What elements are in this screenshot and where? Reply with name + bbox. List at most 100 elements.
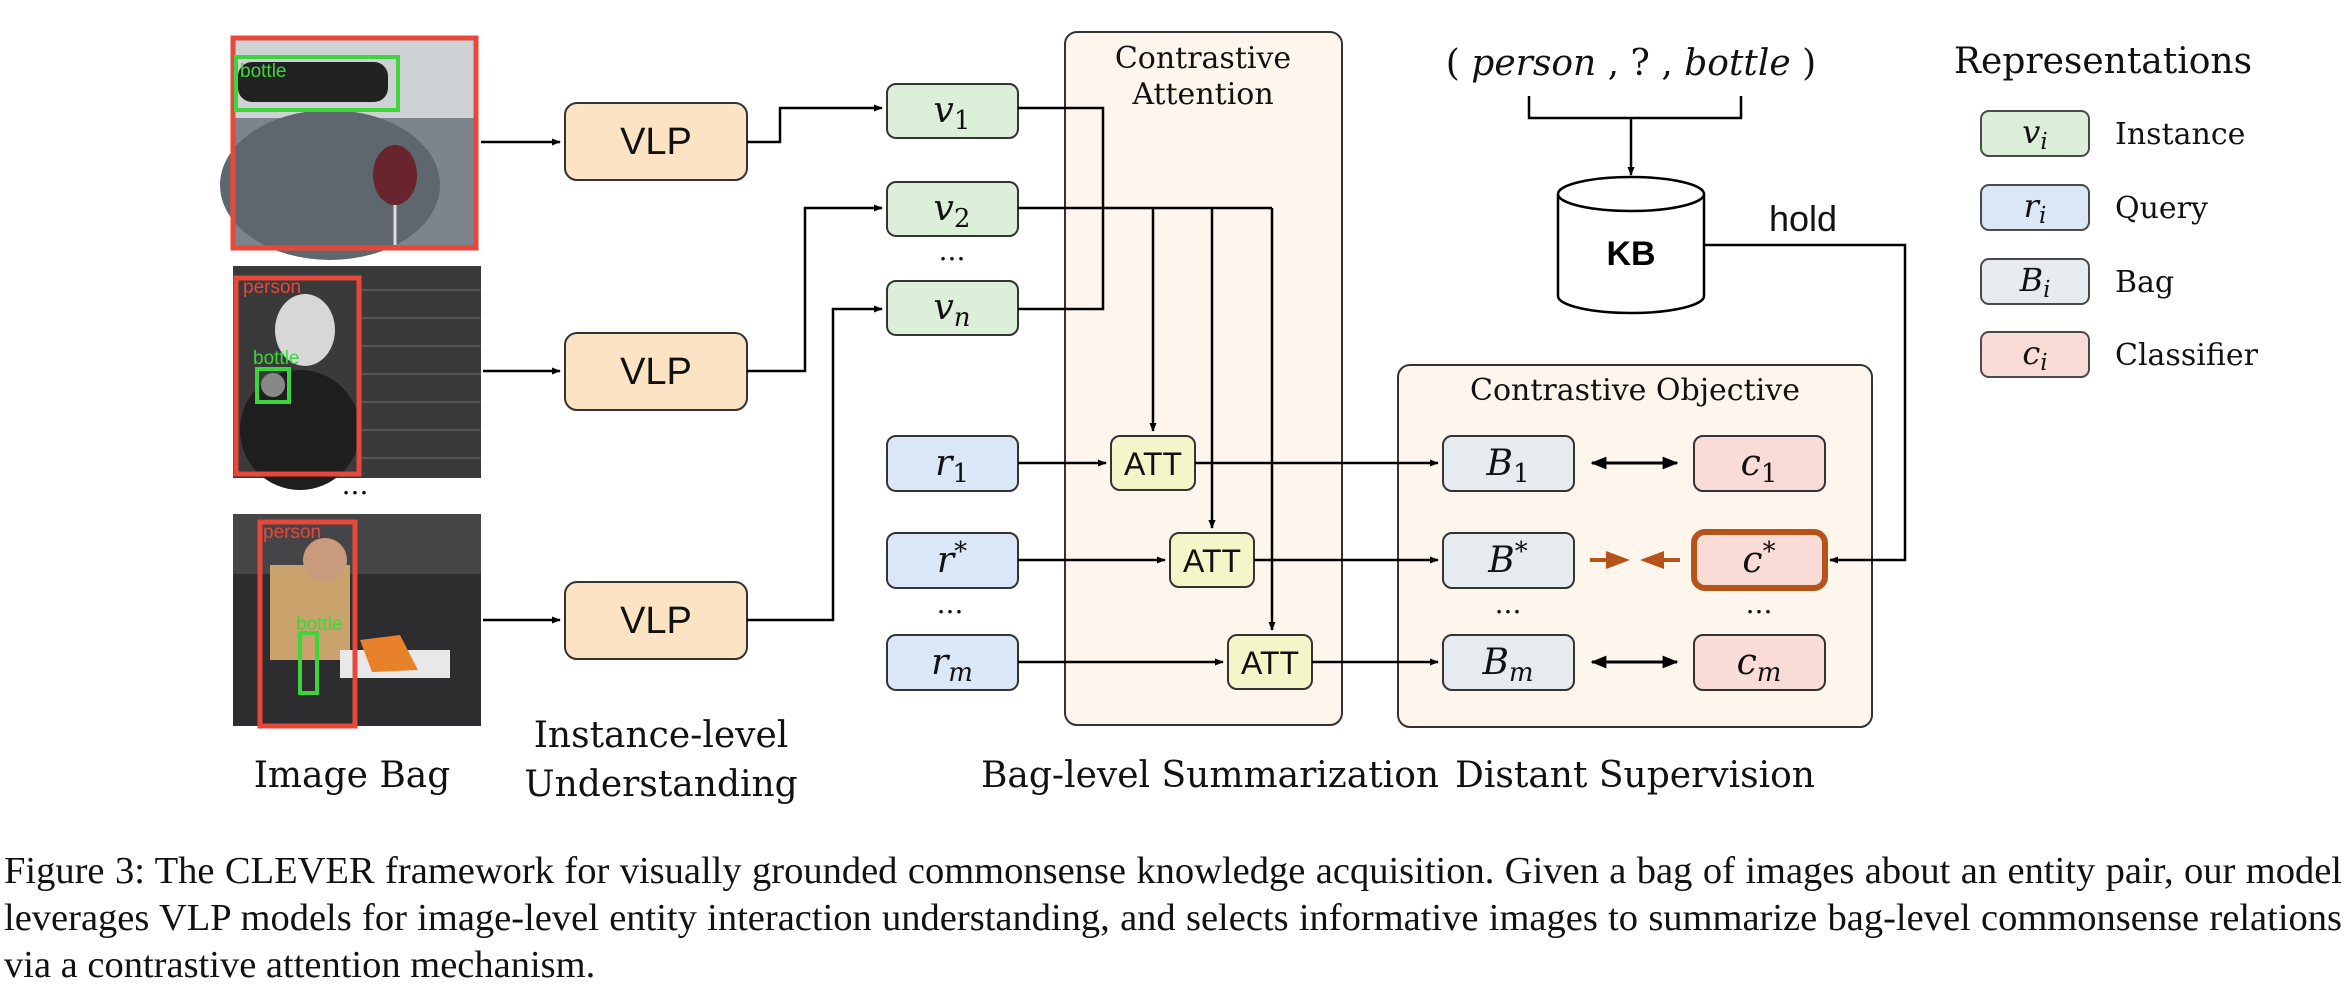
rm-base: r [931,642,950,683]
vlp3-to-vn-arrow [747,305,883,622]
image1-bottle-box [234,55,400,112]
legend-bag-label: Bag [2115,265,2174,300]
rstar-sup: * [954,537,967,567]
v1-base: v [934,90,954,131]
vlp1-to-v1-arrow [747,104,883,144]
figure-caption: Figure 3: The CLEVER framework for visua… [4,850,2342,986]
legend-item-instance: vi Instance [1980,110,2245,157]
b1-sub: 1 [1513,459,1530,489]
image2-bottle-label: bottle [253,348,299,369]
classifier-cstar: c* [1691,529,1828,591]
legend-instance-label: Instance [2115,117,2245,152]
svg-text:v1: v1 [934,90,971,136]
cstar-sup: * [1763,537,1776,567]
cm-sub: m [1757,658,1782,688]
legend-vi-sub: i [2040,129,2047,155]
c1-sub: 1 [1761,459,1778,489]
svg-text:ri: ri [2024,187,2047,229]
r1-sub: 1 [952,459,969,489]
bag-bstar: B* [1442,532,1575,589]
cm-base: c [1737,642,1757,683]
svg-text:Bm: Bm [1481,642,1533,688]
image3-bottle-box [298,631,319,695]
vlp-box-2-label: VLP [620,351,692,393]
kb-label: KB [1606,235,1655,273]
rm-sub: m [948,658,973,688]
vlp-box-1-label: VLP [620,121,692,163]
vlp-box-3: VLP [564,581,748,660]
vn-base: v [933,287,953,328]
triple-sep2: , [1661,43,1672,84]
cstar-base: c [1742,540,1762,581]
legend-ci-sub: i [2040,350,2047,376]
image2-bottle-box [255,367,291,404]
att-box-3-label: ATT [1241,645,1299,681]
image1-bottle-label: bottle [240,61,286,82]
contrastive-objective-title: Contrastive Objective [1470,373,1800,408]
legend-bi-base: B [2019,261,2044,299]
legend-item-classifier: ci Classifier [1980,331,2259,378]
legend-ci-base: c [2022,334,2040,372]
legend-ri-sub: i [2039,203,2046,229]
image3-person-label: person [263,522,321,543]
legend-vi-base: v [2022,113,2040,151]
legend-ri-base: r [2024,187,2041,225]
v2-base: v [934,188,954,229]
image3-person-box [257,519,358,729]
query-rstar: r* [886,532,1019,589]
legend-title: Representations [1954,41,2252,82]
svg-text:v2: v2 [934,188,971,234]
hold-label: hold [1769,198,1837,239]
connectors [481,104,1679,669]
image2-person-box [233,275,362,477]
bag-level-summarization-label: Bag-level Summarization [981,755,1439,796]
query-rm: rm [886,634,1019,691]
bag-b1: B1 [1442,435,1575,492]
legend-item-bag: Bi Bag [1980,258,2174,305]
instance-v1: v1 [886,83,1019,139]
bag-ellipsis: ... [1495,587,1522,620]
bm-sub: m [1509,658,1534,688]
svg-text:vi: vi [2022,113,2047,155]
r1-base: r [935,443,954,484]
legend-classifier-label: Classifier [2115,338,2259,373]
bm-base: B [1481,642,1508,683]
bstar-base: B [1487,540,1514,581]
classifier-c1: c1 [1693,435,1826,492]
triple-open: ( [1446,43,1460,84]
c1-base: c [1741,443,1761,484]
vlp-box-2: VLP [564,332,748,411]
query-triple: ( person , ? , bottle ) [1446,43,1816,84]
image3-bottle-label: bottle [296,614,342,635]
instance-v2: v2 [886,181,1019,237]
contrastive-attention-title-line1: Contrastive [1115,41,1291,76]
triple-head: person [1471,43,1596,84]
vlp-box-1: VLP [564,102,748,181]
kb-cylinder: KB [1556,175,1706,315]
legend-item-query: ri Query [1980,184,2208,231]
svg-text:c*: c* [1742,537,1775,581]
triple-bracket [1527,96,1743,120]
svg-text:rm: rm [931,642,973,688]
query-ellipsis: ... [937,587,964,620]
svg-text:ci: ci [2022,334,2047,376]
image-bag-photo-2: person bottle [233,266,481,490]
image-bag-photo-3: person bottle [233,514,481,729]
instance-level-label-line2: Understanding [524,764,797,805]
legend-bi-sub: i [2043,277,2050,303]
classifier-cm: cm [1693,634,1826,691]
contrastive-attention-title-line2: Attention [1131,77,1273,112]
svg-text:vn: vn [933,287,970,333]
svg-text:r1: r1 [935,443,969,489]
instance-level-label-line1: Instance-level [534,715,789,756]
vlp2-to-v2-arrow [747,204,883,373]
rstar-base: r [937,540,956,581]
instance-ellipsis: ... [939,234,966,267]
legend-query-label: Query [2115,191,2208,226]
instance-vn: vn [886,280,1019,336]
bag-bm: Bm [1442,634,1575,691]
att-box-2-label: ATT [1183,543,1241,579]
att-box-2: ATT [1169,532,1255,588]
classifier-ellipsis: ... [1746,587,1773,620]
triple-relation: ? [1631,43,1650,84]
